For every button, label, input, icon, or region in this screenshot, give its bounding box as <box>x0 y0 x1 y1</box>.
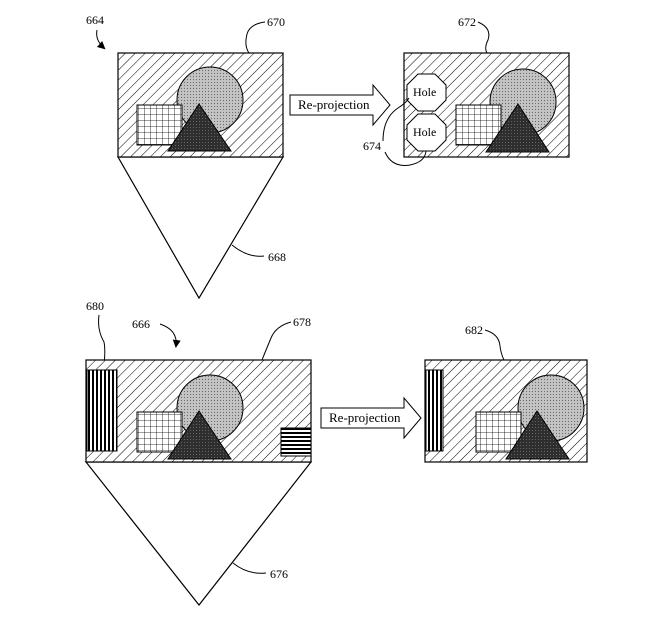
lower-frustum <box>84 461 313 606</box>
lower-scene-label: 666 <box>132 317 150 331</box>
upper-source-frame-leader <box>245 21 266 54</box>
lower-arrow-label: Re-projection <box>329 410 401 425</box>
lower-reprojected-frame-label: 682 <box>465 323 483 337</box>
holes-label: 674 <box>363 139 381 153</box>
hole-2-label: Hole <box>413 125 436 139</box>
upper-scene-label: 664 <box>86 13 104 27</box>
triangle-object <box>167 410 232 460</box>
left-stripe-object <box>425 369 444 452</box>
triangle-object <box>485 103 550 153</box>
lower-frustum-leader <box>232 562 267 574</box>
lower-reprojected-frame-leader <box>484 329 505 361</box>
upper-reprojected-frame-leader <box>477 21 490 54</box>
holes-leader-1 <box>382 97 410 142</box>
lower-source-frame-leader <box>261 321 292 361</box>
grid-square-object <box>455 104 502 146</box>
upper-frustum-leader <box>231 244 265 257</box>
upper-scene-pointer <box>96 29 106 50</box>
lower-reprojection-arrow: Re-projection <box>320 396 422 440</box>
grid-square-object <box>136 104 183 146</box>
lower-source-frame <box>85 359 312 463</box>
lower-scene-pointer <box>159 323 181 348</box>
upper-arrow-label: Re-projection <box>298 97 370 112</box>
upper-reprojection-arrow: Re-projection <box>289 83 391 127</box>
triangle-object <box>505 410 570 460</box>
lower-reprojected-frame <box>424 359 588 463</box>
upper-source-frame <box>117 52 284 158</box>
triangle-object <box>167 103 232 152</box>
guard-band-label: 680 <box>86 299 104 313</box>
hole-2: Hole <box>406 113 447 152</box>
hole-1: Hole <box>406 73 447 112</box>
upper-reprojected-frame: Hole Hole <box>403 52 570 158</box>
left-stripe-object <box>86 369 118 452</box>
upper-frustum <box>116 156 285 300</box>
grid-square-object <box>136 411 183 453</box>
upper-reprojected-frame-label: 672 <box>458 15 476 29</box>
hole-1-label: Hole <box>413 85 436 99</box>
grid-square-object <box>475 411 522 453</box>
right-stripe-object <box>280 427 312 457</box>
lower-scene: 680 666 676 678 Re-projection <box>84 299 588 606</box>
upper-frustum-label: 668 <box>268 250 286 264</box>
lower-frustum-label: 676 <box>270 567 288 581</box>
holes-leader-2 <box>384 150 427 166</box>
upper-source-frame-label: 670 <box>267 15 285 29</box>
lower-source-frame-label: 678 <box>293 315 311 329</box>
upper-scene: 664 668 670 Re-projection <box>86 13 570 300</box>
